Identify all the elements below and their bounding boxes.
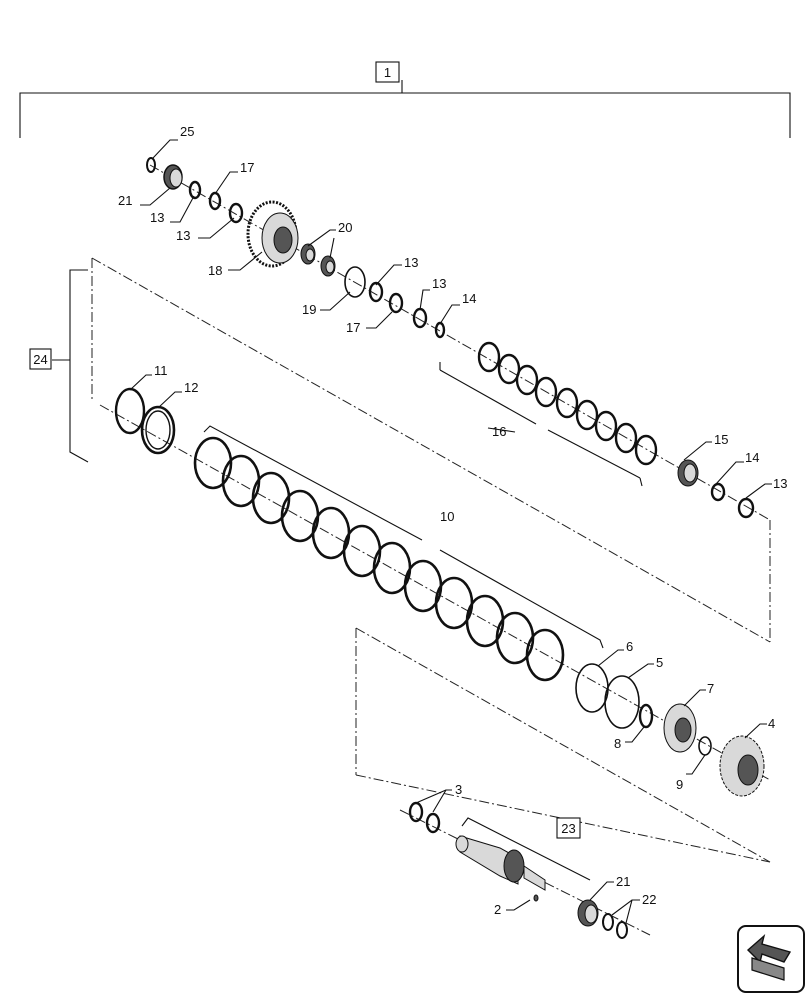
assembly-bracket-1: 1: [19, 61, 791, 138]
callout-16: 16: [492, 424, 506, 439]
callout-13-e: 13: [773, 476, 787, 491]
rings-15-14-13: [677, 459, 755, 519]
callout-1: 1: [384, 65, 391, 80]
plate-stack-10: [193, 425, 604, 682]
lower-gear-21: [577, 899, 628, 939]
callout-9: 9: [676, 777, 683, 792]
callout-22: 22: [642, 892, 656, 907]
callout-14-a: 14: [462, 291, 476, 306]
callout-13-a: 13: [150, 210, 164, 225]
leader-lines: [129, 139, 772, 924]
callout-20: 20: [338, 220, 352, 235]
callout-24: 24: [33, 352, 47, 367]
callout-12: 12: [184, 380, 198, 395]
assembly-bracket-24: 24: [29, 269, 89, 463]
callout-17-b: 17: [346, 320, 360, 335]
callout-25: 25: [180, 124, 194, 139]
upper-shaft-parts: [146, 157, 446, 339]
callout-19: 19: [302, 302, 316, 317]
callout-11: 11: [154, 363, 168, 378]
callout-labels: 25 21 13 17 13 18 20 19 13 17 13 14 11 1…: [118, 124, 787, 917]
callout-3: 3: [455, 782, 462, 797]
callout-17-a: 17: [240, 160, 254, 175]
callout-21-upper: 21: [118, 193, 132, 208]
callout-15: 15: [714, 432, 728, 447]
callout-2: 2: [494, 902, 501, 917]
callout-7: 7: [707, 681, 714, 696]
callout-13-b: 13: [176, 228, 190, 243]
callout-23: 23: [561, 821, 575, 836]
plate-stack-16: [439, 341, 658, 487]
back-arrow-icon[interactable]: [737, 925, 805, 993]
rings-11-12: [114, 387, 176, 455]
lower-parts: [575, 663, 765, 797]
callout-18: 18: [208, 263, 222, 278]
callout-13-d: 13: [432, 276, 446, 291]
callout-8: 8: [614, 736, 621, 751]
callout-10: 10: [440, 509, 454, 524]
callout-5: 5: [656, 655, 663, 670]
callout-6: 6: [626, 639, 633, 654]
callout-4: 4: [768, 716, 775, 731]
callout-21-lower: 21: [616, 874, 630, 889]
callout-14-b: 14: [745, 450, 759, 465]
callout-13-c: 13: [404, 255, 418, 270]
axis-lines: [91, 164, 771, 936]
shaft-23: 23: [455, 817, 591, 902]
